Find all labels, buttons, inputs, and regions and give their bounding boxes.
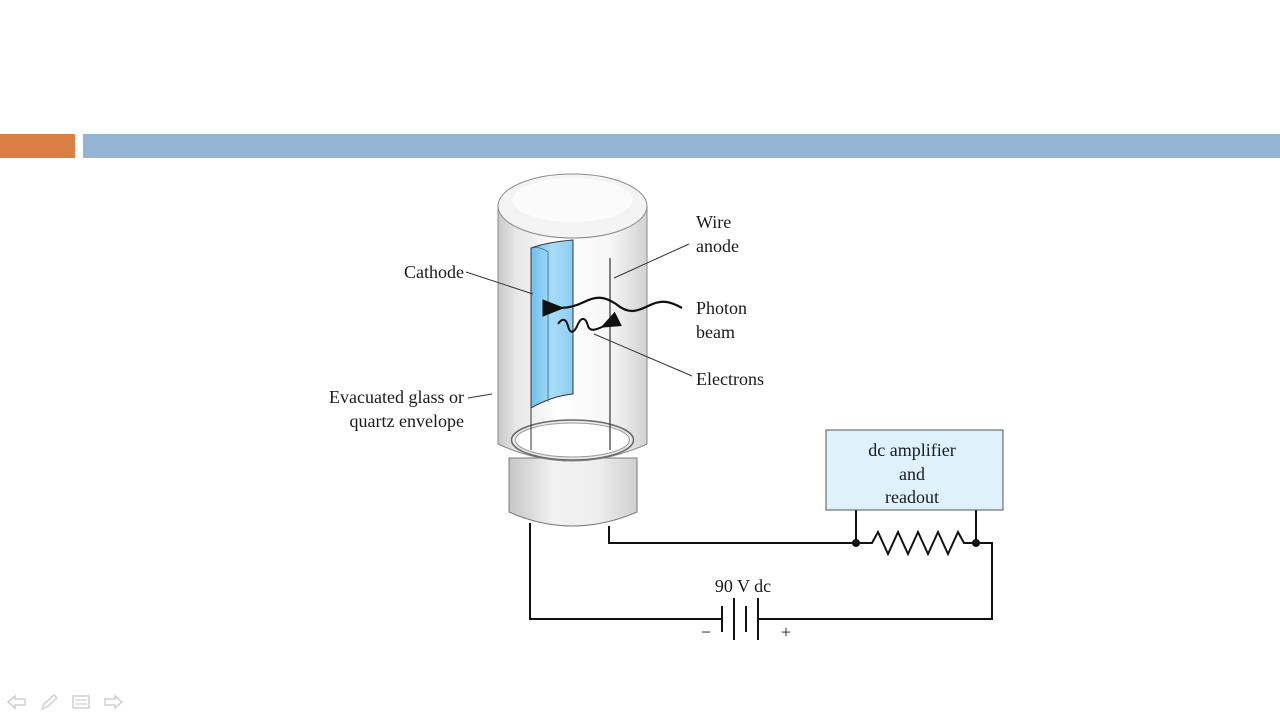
label-electrons: Electrons <box>696 369 764 389</box>
slideshow-nav <box>6 692 124 712</box>
node-right <box>972 539 980 547</box>
next-arrow-icon[interactable] <box>102 692 124 712</box>
menu-icon[interactable] <box>70 692 92 712</box>
circuit-wiring <box>529 510 993 620</box>
cathode <box>530 239 574 450</box>
resistor <box>856 529 976 557</box>
label-anode: anode <box>696 236 739 256</box>
label-beam: beam <box>696 322 735 342</box>
header-accent-block <box>0 134 75 158</box>
leader-lines <box>465 243 693 399</box>
photon-beam-arrow <box>542 296 683 317</box>
electrons-arrow <box>557 311 622 333</box>
label-amplifier-2: and <box>899 464 925 484</box>
pen-icon[interactable] <box>38 692 60 712</box>
label-minus: − <box>701 622 711 642</box>
prev-arrow-icon[interactable] <box>6 692 28 712</box>
label-photon: Photon <box>696 298 747 318</box>
label-amplifier-3: readout <box>885 487 939 507</box>
header-bar <box>83 134 1280 158</box>
amplifier-box <box>825 429 1004 511</box>
label-wire: Wire <box>696 212 731 232</box>
label-plus: + <box>781 622 791 642</box>
label-envelope-2: quartz envelope <box>350 411 464 431</box>
label-amplifier-1: dc amplifier <box>868 440 955 460</box>
label-voltage: 90 V dc <box>715 576 771 596</box>
battery <box>713 598 770 640</box>
tube-base <box>508 457 638 527</box>
label-cathode: Cathode <box>404 262 464 282</box>
node-left <box>852 539 860 547</box>
label-envelope-1: Evacuated glass or <box>329 387 464 407</box>
